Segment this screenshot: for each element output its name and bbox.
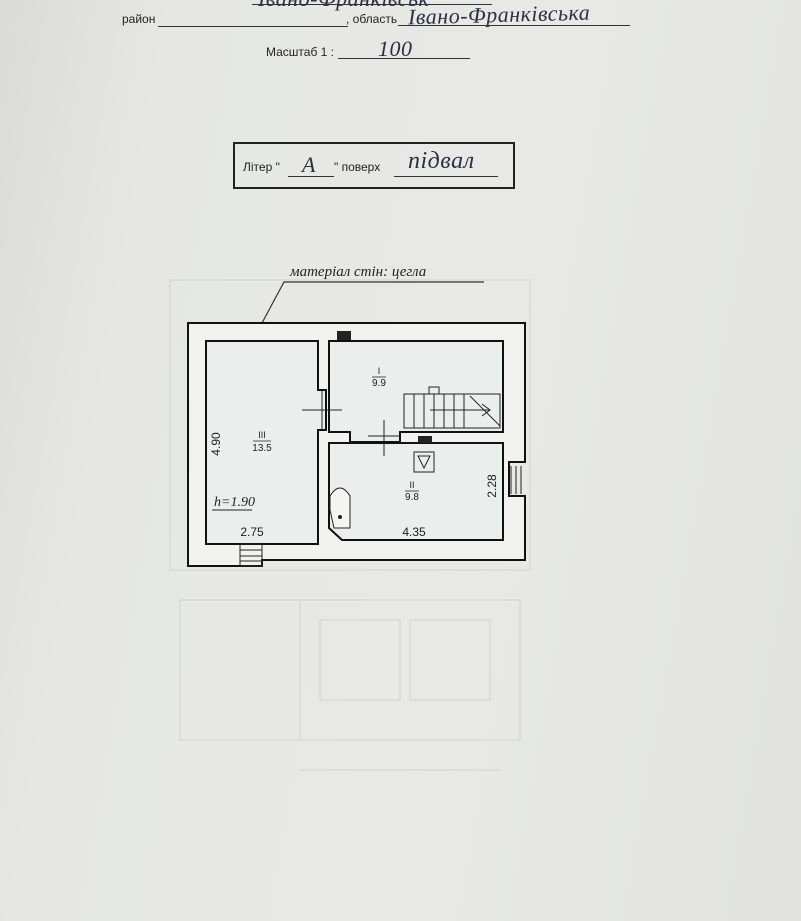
room-I-number: I [378,366,381,376]
room-III-number: III [258,430,266,440]
dimension-right-height: 2.28 [485,474,499,498]
room-III-area: 13.5 [252,443,272,454]
ceiling-height: h=1.90 [214,495,255,510]
district-label: район [122,12,156,26]
top-underline [252,4,492,5]
room-I-outline [328,340,504,443]
district-underline [158,26,348,27]
scale-label: Масштаб 1 : [266,45,335,59]
dimension-left-width: 2.75 [240,525,264,539]
window-mark-middle [418,436,432,443]
floor-value: підвал [408,148,475,174]
room-I-area: 9.9 [372,378,386,389]
wall-material-text: матеріал стін: цегла [289,264,426,280]
sink-fixture-icon [329,487,351,529]
region-underline [398,25,630,26]
liter-underline [288,176,334,177]
room-II-number: II [409,480,414,490]
window-mark-top [337,331,351,340]
exterior-steps-bottom [239,543,263,567]
stairs [403,386,501,429]
scale-underline [338,58,470,59]
liter-floor-box [233,142,515,189]
room-II-area: 9.8 [405,492,419,503]
liter-value: А [302,152,316,177]
exterior-steps-right [510,466,522,494]
scale-value: 100 [378,36,413,61]
floor-underline [394,176,498,177]
dimension-right-width: 4.35 [402,525,426,539]
boiler-icon [413,451,435,473]
top-city-value: Івано-Франківськ [258,0,429,12]
liter-label: Літер " [243,160,280,174]
region-label: , область [346,12,398,26]
ghost-show-through [169,279,531,771]
room-II-outline [328,442,504,541]
dimension-left-height: 4.90 [209,432,223,456]
wall-material-leader [261,281,484,324]
floor-label: " поверх [334,160,381,174]
door-crossings [302,390,400,456]
